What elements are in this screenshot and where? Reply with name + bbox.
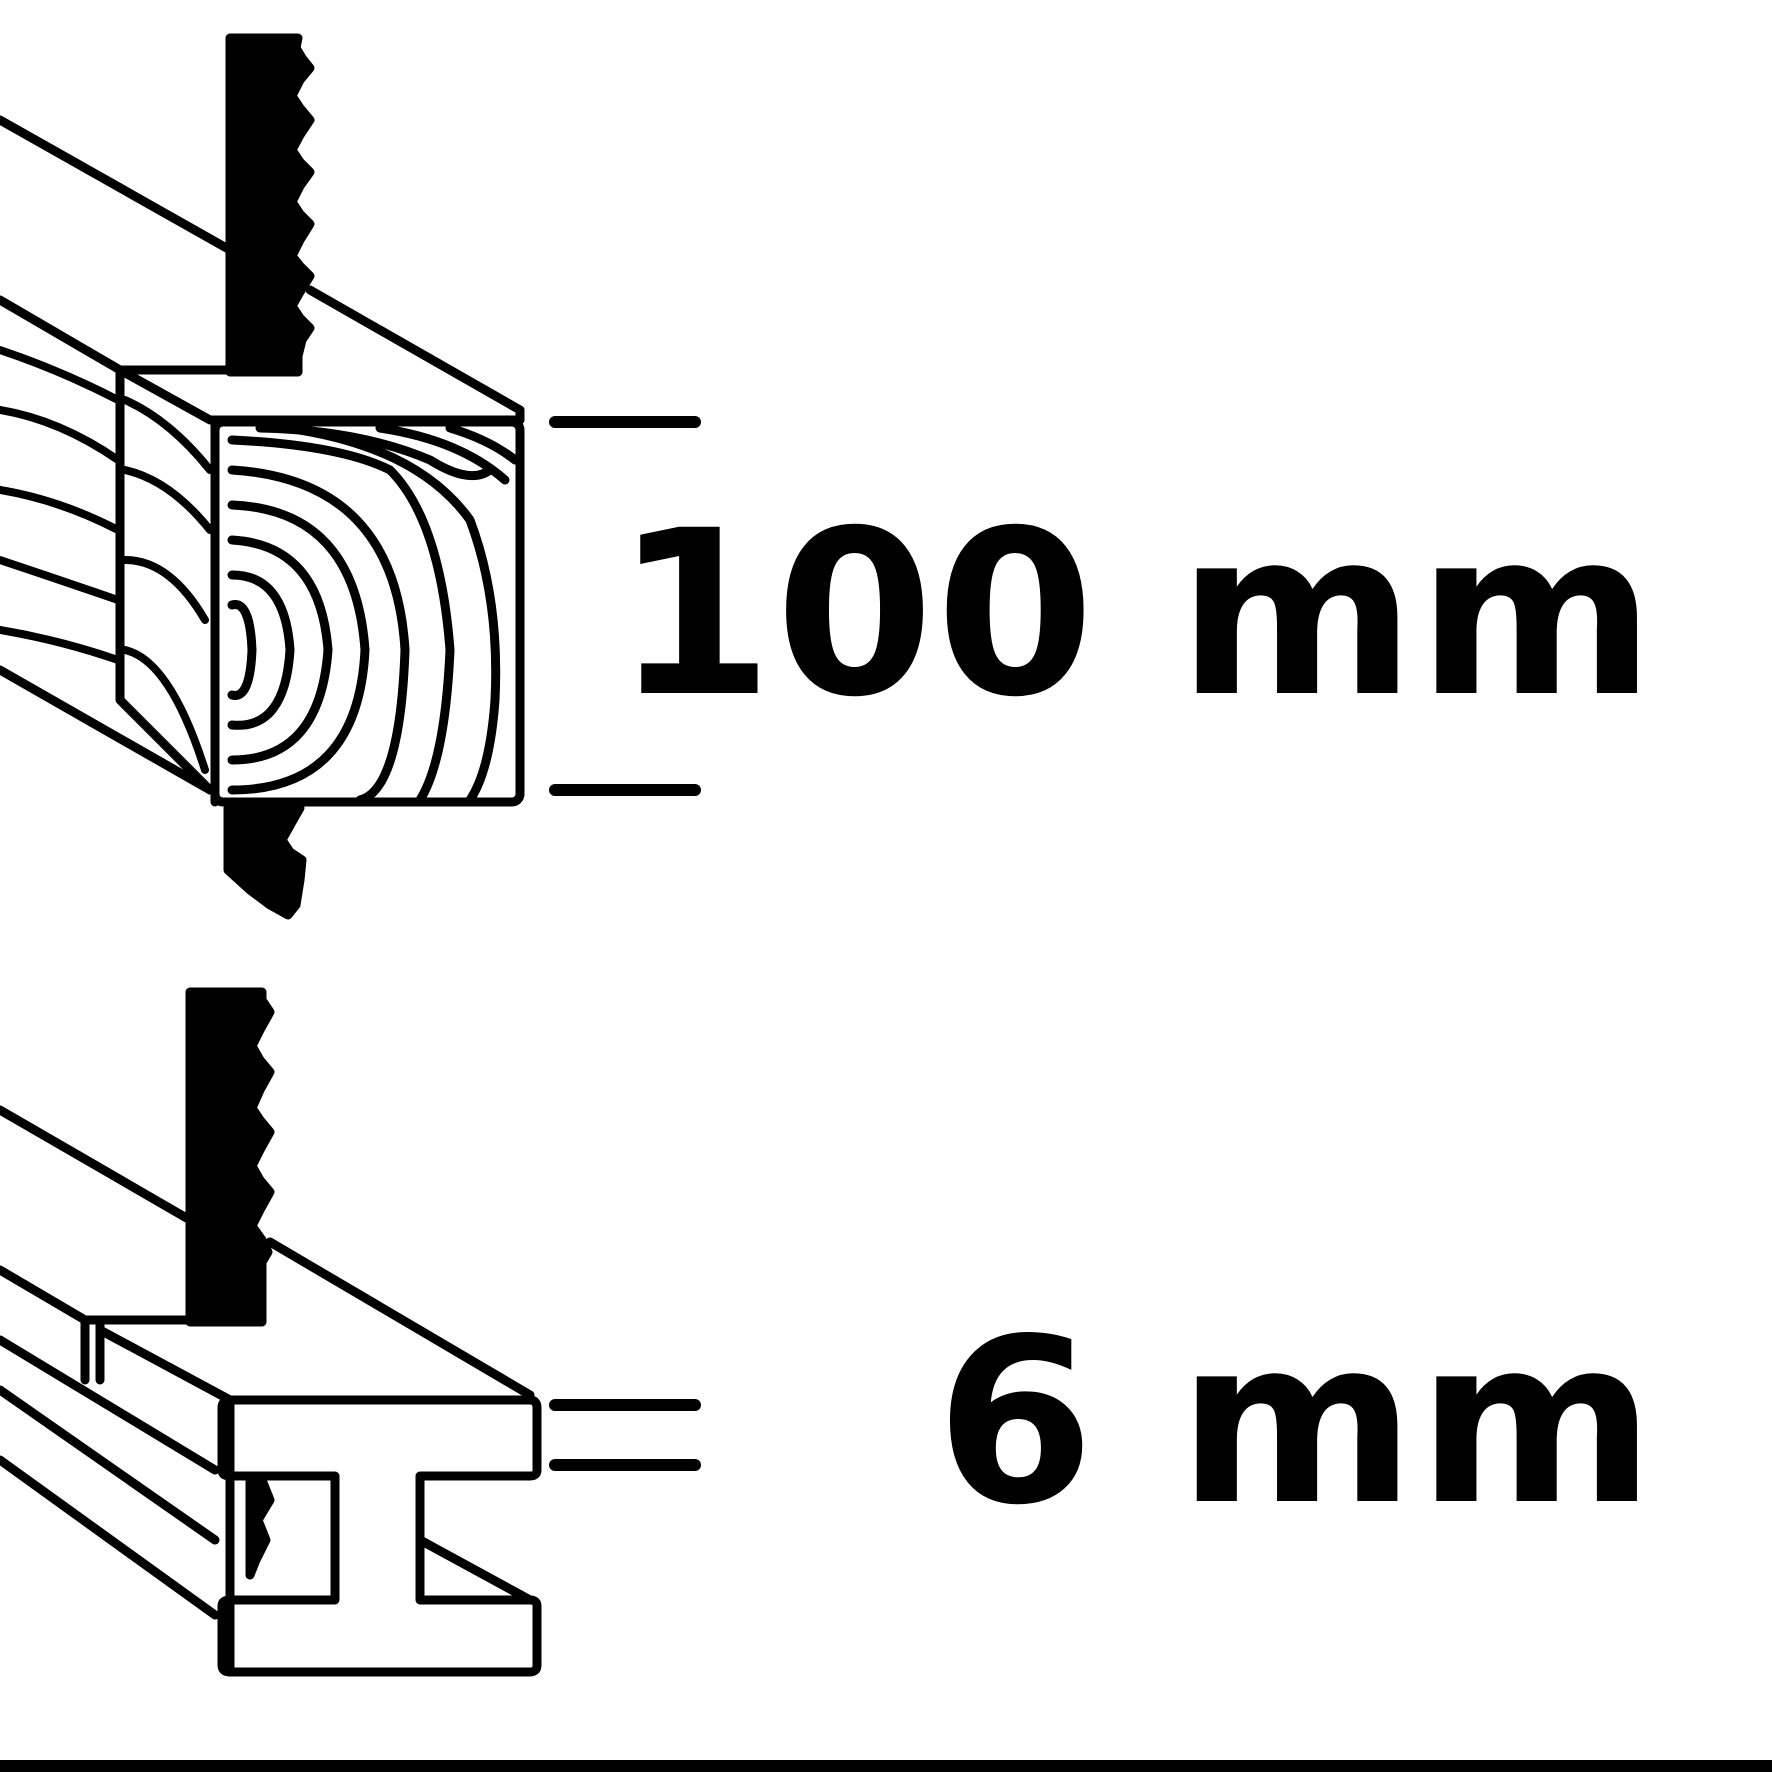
bottom-divider bbox=[0, 1760, 1772, 1772]
wood-cut-depth-value: 100 mm bbox=[614, 481, 1657, 747]
metal-cut-depth-value: 6 mm bbox=[935, 1289, 1657, 1555]
